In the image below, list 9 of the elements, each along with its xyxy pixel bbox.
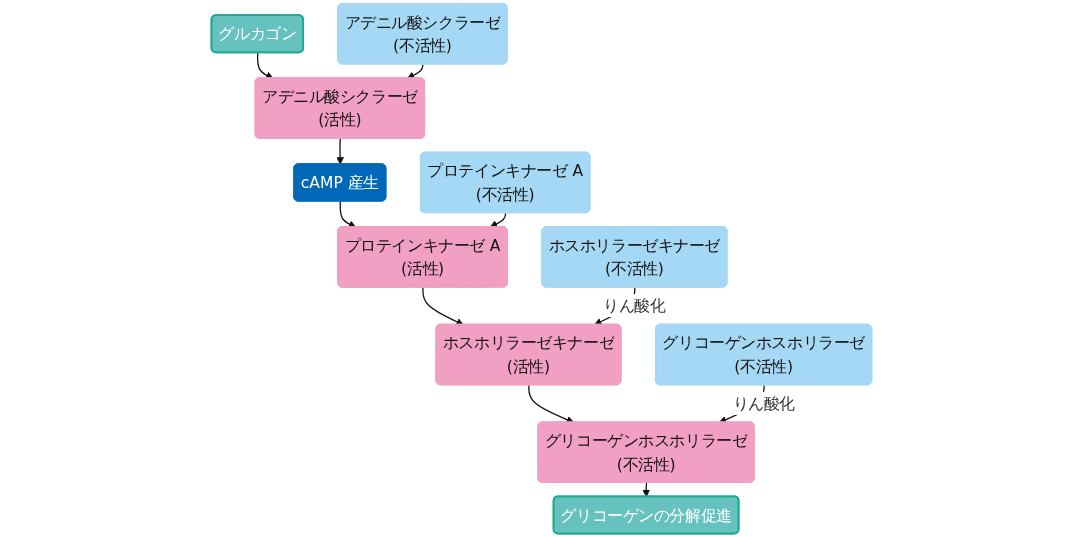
edge-label: りん酸化 xyxy=(603,296,666,315)
arrow xyxy=(336,138,344,165)
arrow xyxy=(339,200,356,228)
arrow xyxy=(489,212,507,228)
edge-label: りん酸化 xyxy=(732,394,795,413)
arrow xyxy=(407,63,424,79)
arrow xyxy=(422,286,464,326)
arrow xyxy=(256,52,274,79)
arrow xyxy=(642,482,650,498)
